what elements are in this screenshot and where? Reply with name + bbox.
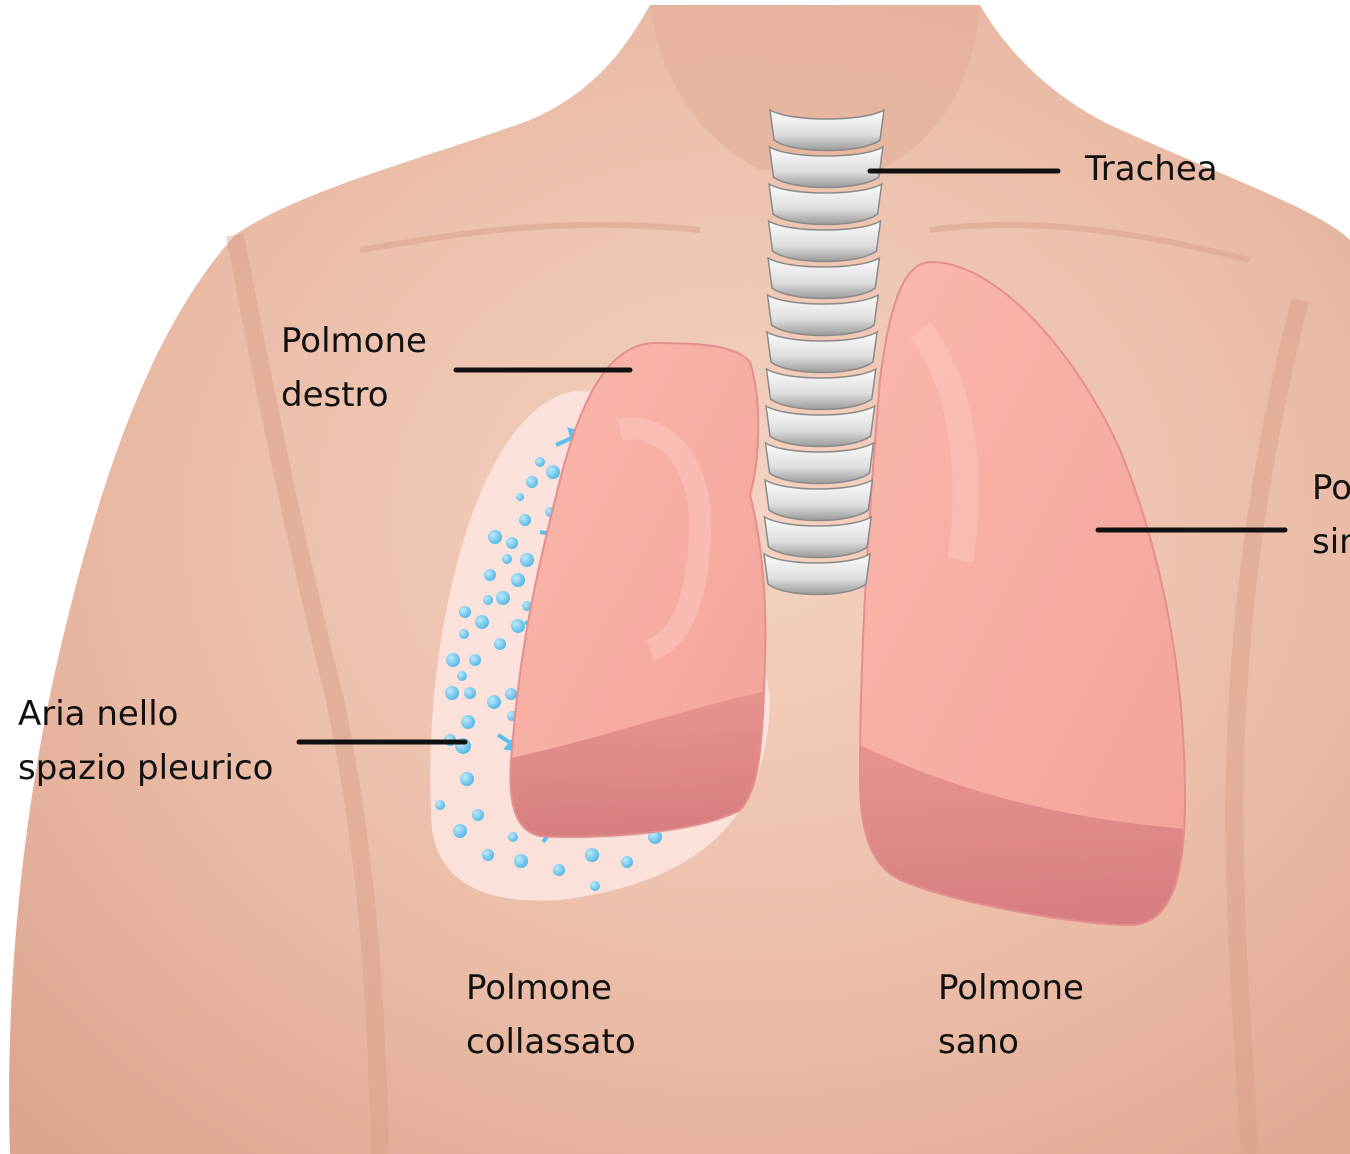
trachea-label: Trachea bbox=[1085, 142, 1218, 196]
left-lung-label: Polmone sinistro bbox=[1312, 461, 1350, 569]
right-lung-label: Polmone destro bbox=[281, 314, 427, 422]
healthy-lung-label: Polmone sano bbox=[938, 961, 1084, 1069]
pleural-air-label: Aria nello spazio pleurico bbox=[18, 687, 273, 795]
collapsed-lung-label: Polmone collassato bbox=[466, 961, 636, 1069]
